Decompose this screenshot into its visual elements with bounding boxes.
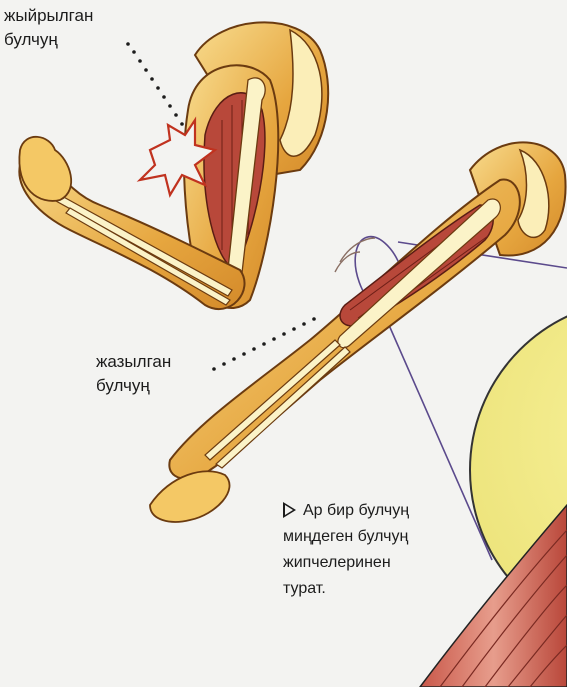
contracted-arm [19, 22, 328, 309]
muscle-fiber-caption: Ар бир булчуң миңдеген булчуң жипчелерин… [283, 498, 483, 602]
contracted-label-line2: булчуң [4, 28, 93, 52]
caption-line-3: жипчелеринен [283, 550, 483, 576]
contracted-label-line1: жыйрылган [4, 4, 93, 28]
caption-line-4: турат. [283, 576, 483, 602]
caption-line1-text: Ар бир булчуң [303, 502, 409, 519]
extended-label-line1: жазылган [96, 350, 171, 374]
extended-label-line2: булчуң [96, 374, 171, 398]
extended-muscle-label: жазылган булчуң [96, 350, 171, 398]
magnified-view [420, 300, 567, 687]
caption-line-2: миңдеген булчуң [283, 524, 483, 550]
caption-line-1: Ар бир булчуң [283, 498, 483, 524]
triangle-bullet-icon [283, 502, 296, 518]
contracted-muscle-label: жыйрылган булчуң [4, 4, 93, 52]
